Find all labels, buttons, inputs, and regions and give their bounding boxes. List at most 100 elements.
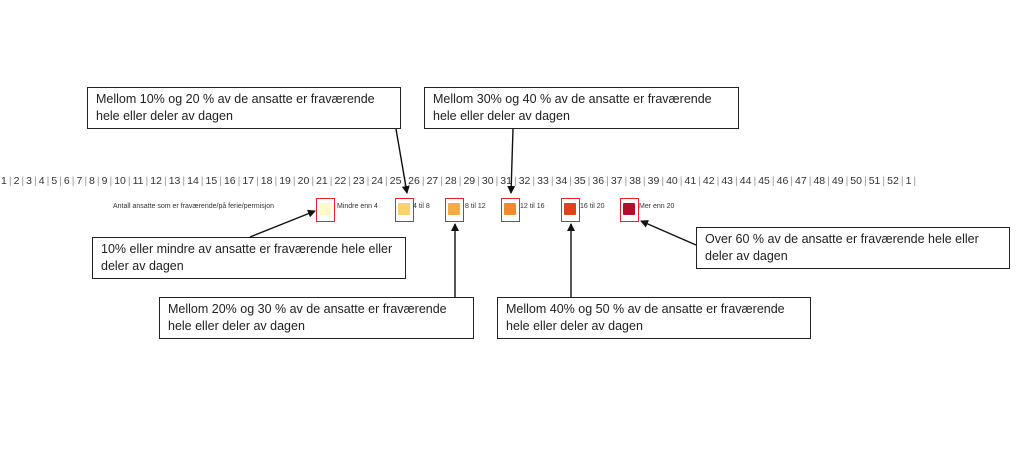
week-separator: | xyxy=(863,175,867,187)
week-number: 51 xyxy=(868,175,881,187)
week-number: 50 xyxy=(850,175,862,187)
week-separator: | xyxy=(421,175,425,187)
week-separator: | xyxy=(808,175,812,187)
week-separator: | xyxy=(274,175,278,187)
week-separator: | xyxy=(882,175,886,187)
week-separator: | xyxy=(550,175,554,187)
week-separator: | xyxy=(698,175,701,187)
week-separator: | xyxy=(109,175,113,187)
week-separator: | xyxy=(477,175,480,187)
week-number-row: 1|2|3|4|5|6|7|8|9|10|11|12|13|14|15|16|1… xyxy=(0,175,1024,191)
week-separator: | xyxy=(348,175,351,187)
week-number: 25 xyxy=(389,175,402,187)
week-number: 42 xyxy=(702,175,715,187)
week-separator: | xyxy=(532,175,536,187)
legend-swatch-5 xyxy=(623,203,635,215)
week-number: 43 xyxy=(721,175,734,187)
week-separator: | xyxy=(606,175,609,187)
week-separator: | xyxy=(145,175,149,187)
week-number: 30 xyxy=(481,175,494,187)
week-separator: | xyxy=(624,175,628,187)
week-separator: | xyxy=(495,175,499,187)
week-separator: | xyxy=(513,175,517,187)
arrow-over-60 xyxy=(640,220,697,246)
week-separator: | xyxy=(845,175,849,187)
week-number: 32 xyxy=(518,175,531,187)
week-number: 35 xyxy=(573,175,586,187)
week-separator: | xyxy=(679,175,683,187)
week-separator: | xyxy=(771,175,775,187)
legend-swatch-1 xyxy=(398,203,410,215)
week-number: 28 xyxy=(445,175,457,187)
week-number: 1 xyxy=(905,175,912,187)
week-separator: | xyxy=(163,175,167,187)
week-number: 5 xyxy=(51,175,58,187)
arrow-30-40 xyxy=(507,128,516,194)
week-number: 49 xyxy=(831,175,844,187)
week-separator: | xyxy=(385,175,388,187)
week-number: 6 xyxy=(63,175,70,187)
week-number: 2 xyxy=(13,175,20,187)
week-number: 18 xyxy=(260,175,273,187)
week-number: 23 xyxy=(352,175,365,187)
week-number: 24 xyxy=(371,175,384,187)
week-separator: | xyxy=(256,175,259,187)
week-number: 48 xyxy=(813,175,826,187)
week-number: 29 xyxy=(463,175,476,187)
week-number: 27 xyxy=(426,175,439,187)
week-number: 11 xyxy=(132,175,144,187)
legend-swatch-box-1 xyxy=(395,198,414,222)
week-separator: | xyxy=(127,175,131,187)
week-separator: | xyxy=(661,175,665,187)
legend-swatch-0 xyxy=(319,203,331,215)
week-number: 45 xyxy=(758,175,770,187)
week-number: 46 xyxy=(776,175,789,187)
week-number: 44 xyxy=(739,175,752,187)
week-separator: | xyxy=(440,175,444,187)
week-number: 39 xyxy=(647,175,660,187)
week-number: 10 xyxy=(114,175,126,187)
week-number: 7 xyxy=(76,175,83,187)
week-number: 33 xyxy=(537,175,549,187)
week-separator: | xyxy=(790,175,794,187)
week-number: 40 xyxy=(666,175,678,187)
week-separator: | xyxy=(71,175,75,187)
legend-swatch-box-3 xyxy=(501,198,520,222)
week-separator: | xyxy=(458,175,462,187)
week-separator: | xyxy=(716,175,720,187)
callout-under-10: 10% eller mindre av ansatte er fraværend… xyxy=(92,237,406,279)
week-separator: | xyxy=(735,175,738,187)
legend-swatch-box-5 xyxy=(620,198,639,222)
week-number: 38 xyxy=(629,175,641,187)
week-number: 15 xyxy=(205,175,218,187)
week-number: 41 xyxy=(684,175,697,187)
week-number: 8 xyxy=(89,175,95,187)
callout-over-60: Over 60 % av de ansatte er fraværende he… xyxy=(696,227,1010,269)
week-separator: | xyxy=(182,175,186,187)
week-separator: | xyxy=(59,175,62,187)
legend-swatch-3 xyxy=(504,203,516,215)
week-separator: | xyxy=(569,175,572,187)
week-separator: | xyxy=(8,175,12,187)
legend-swatch-2 xyxy=(448,203,460,215)
week-separator: | xyxy=(913,175,917,187)
legend-title: Antall ansatte som er fraværende/på feri… xyxy=(113,203,275,210)
callout-40-50: Mellom 40% og 50 % av de ansatte er frav… xyxy=(497,297,811,339)
week-number: 31 xyxy=(500,175,512,187)
week-separator: | xyxy=(96,175,100,187)
week-number: 9 xyxy=(101,175,108,187)
week-separator: | xyxy=(329,175,333,187)
week-number: 21 xyxy=(316,175,328,187)
week-number: 26 xyxy=(408,175,420,187)
legend-label-4: 16 til 20 xyxy=(580,203,605,210)
callout-20-30: Mellom 20% og 30 % av de ansatte er frav… xyxy=(159,297,474,339)
week-number: 36 xyxy=(592,175,605,187)
legend-label-3: 12 til 16 xyxy=(520,203,545,210)
week-separator: | xyxy=(642,175,646,187)
week-separator: | xyxy=(827,175,830,187)
week-number: 20 xyxy=(297,175,310,187)
week-separator: | xyxy=(366,175,370,187)
week-number: 34 xyxy=(555,175,568,187)
week-separator: | xyxy=(46,175,50,187)
